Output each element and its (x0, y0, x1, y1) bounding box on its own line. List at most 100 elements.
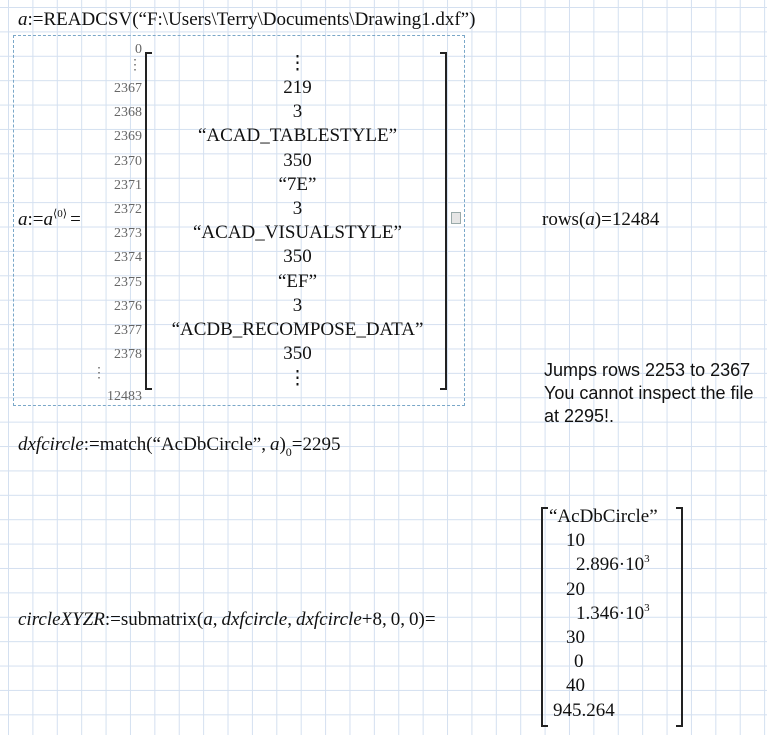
open-paren: ( (578, 209, 586, 230)
rows-function: rows (542, 209, 579, 230)
variable-a: a (18, 9, 28, 30)
result-cell-value: 20 (566, 578, 585, 600)
match-expression[interactable]: dxfcircle:=match(“AcDbCircle”,a)0=2295 (18, 434, 341, 459)
matrix-cell: 219 (283, 77, 312, 98)
rows-expression[interactable]: rows(a)=12484 (542, 209, 659, 231)
result-left-bracket (541, 507, 548, 727)
index-top-dots: ⋮ (128, 58, 142, 73)
result-cell: 20 (566, 579, 585, 601)
matrix-cell: 350 (283, 149, 312, 171)
result-cell-value: 30 (566, 627, 585, 648)
matrix-cell: “7E” (278, 173, 317, 195)
close-paren: ) (594, 209, 602, 230)
submatrix-arg-end-offset: +8 (361, 609, 382, 630)
matrix-region[interactable] (13, 35, 465, 406)
rhs-variable: a (43, 209, 54, 230)
comma: , (287, 609, 292, 630)
equals-sign: = (291, 434, 303, 455)
equals-sign: = (424, 609, 436, 630)
equals-sign: = (601, 209, 612, 230)
column-extract-expression: a:=a⟨0⟩= (18, 208, 81, 233)
result-cell-value: 0 (574, 651, 584, 673)
matrix-cell: 3 (292, 101, 303, 123)
comma: , (400, 609, 405, 630)
open-paren: ( (132, 9, 139, 30)
close-paren: ) (418, 609, 425, 630)
matrix-cell: “ACDB_RECOMPOSE_DATA” (171, 319, 424, 340)
matrix-bottom-dots: ⋮ (288, 368, 307, 389)
matrix-cell: 350 (283, 343, 312, 365)
result-cell: 30 (566, 627, 585, 649)
index-top: 0 (135, 42, 142, 57)
match-function: match (99, 434, 147, 455)
result-cell: 945.264 (553, 700, 615, 722)
result-cell-value: “AcDbCircle” (549, 506, 658, 527)
result-cell-value: 945.264 (553, 699, 615, 721)
column-superscript: ⟨0⟩ (53, 208, 68, 220)
index-bottom-dots: ⋮ (92, 366, 106, 381)
result-cell-value: 1.346·10 (576, 602, 645, 624)
function-name: READCSV (43, 9, 133, 30)
result-cell-value: 40 (566, 675, 585, 697)
open-paren: ( (196, 609, 204, 630)
result-cell-exponent: 3 (644, 553, 650, 566)
matrix-resize-handle[interactable] (451, 212, 461, 224)
result-cell: 10 (566, 530, 585, 552)
matrix-row-index: 2374 (114, 250, 142, 266)
file-path-string: “F:\Users\Terry\Documents\Drawing1.dxf” (138, 9, 470, 30)
matrix-row-index: 2372 (114, 202, 142, 217)
matrix-row-index: 2367 (114, 81, 142, 96)
submatrix-lhs: circleXYZR (18, 609, 105, 630)
comma: , (261, 434, 266, 455)
equals-sign: = (70, 209, 81, 230)
submatrix-arg-start: dxfcircle (221, 609, 288, 630)
matrix-row-index: 2368 (114, 105, 142, 121)
assign-operator: := (27, 9, 44, 30)
matrix-row-index: 2377 (114, 323, 142, 338)
matrix-row-index: 2375 (114, 274, 142, 290)
match-string-arg: “AcDbCircle” (152, 434, 262, 455)
result-cell: “AcDbCircle” (549, 506, 658, 528)
matrix-row-index: 2376 (114, 298, 142, 314)
matrix-right-bracket (440, 52, 447, 390)
matrix-top-dots: ⋮ (288, 53, 307, 74)
open-paren: ( (146, 434, 153, 455)
readcsv-expression[interactable]: a:=READCSV(“F:\Users\Terry\Documents\Dra… (18, 9, 475, 31)
note-line-2[interactable]: You cannot inspect the file (544, 383, 754, 403)
rows-arg: a (585, 209, 595, 230)
submatrix-arg-a: a (203, 609, 213, 630)
submatrix-arg-col-end: 0 (408, 609, 419, 630)
result-right-bracket (676, 507, 683, 727)
note-line-3[interactable]: at 2295!. (544, 406, 615, 426)
result-cell: 40 (566, 675, 585, 697)
matrix-cell: “ACAD_TABLESTYLE” (198, 125, 397, 147)
index-last: 12483 (107, 389, 142, 404)
matrix-row-index: 2371 (114, 177, 142, 193)
match-lhs: dxfcircle (18, 434, 84, 455)
close-paren: ) (469, 9, 476, 30)
matrix-row-index: 2373 (114, 226, 142, 242)
comma: , (381, 609, 387, 630)
matrix-row-index: 2378 (114, 347, 142, 363)
result-cell: 0 (574, 651, 584, 673)
result-cell-exponent: 3 (644, 601, 650, 614)
result-cell: 1.346·103 (576, 601, 650, 627)
submatrix-arg-col-start: 0 (390, 609, 401, 630)
submatrix-expression[interactable]: circleXYZR:=submatrix(a,dxfcircle,dxfcir… (18, 609, 436, 631)
submatrix-arg-end: dxfcircle (296, 609, 362, 630)
note-line-1[interactable]: Jumps rows 2253 to 2367 (544, 360, 751, 380)
matrix-left-bracket (145, 52, 152, 390)
assign-operator: := (83, 434, 100, 455)
result-cell: 2.896·103 (576, 553, 650, 578)
matrix-row-index: 2369 (114, 129, 142, 145)
rows-result: 12484 (611, 209, 660, 230)
assign-operator: := (27, 209, 44, 230)
match-array-arg: a (269, 434, 280, 455)
matrix-cell: “ACAD_VISUALSTYLE” (193, 222, 402, 244)
close-paren: ) (279, 434, 286, 455)
assign-operator: := (104, 609, 121, 630)
matrix-cell: “EF” (277, 270, 318, 292)
match-subscript: 0 (285, 445, 292, 459)
result-cell-value: 10 (566, 530, 585, 552)
submatrix-function: submatrix (120, 609, 197, 630)
